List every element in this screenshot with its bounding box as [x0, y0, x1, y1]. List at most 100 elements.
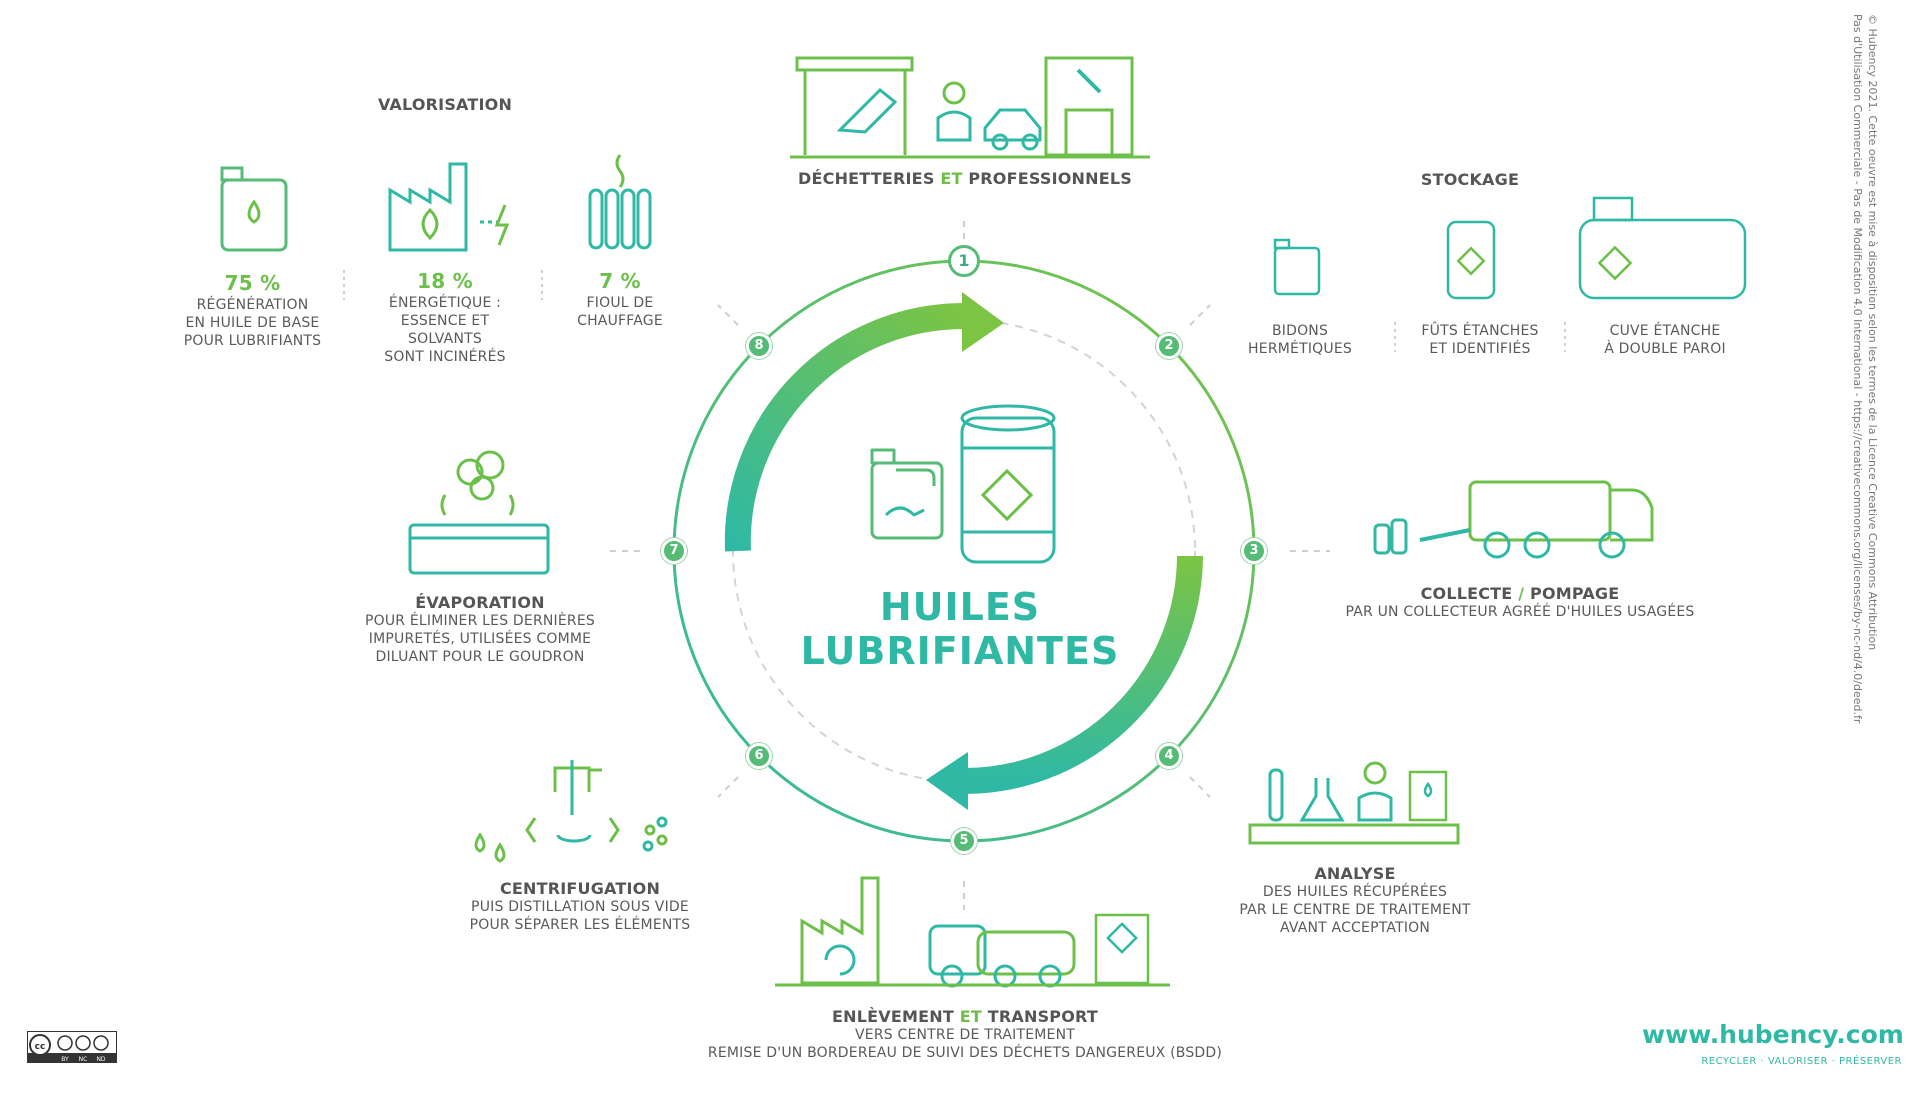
truck-icon	[1373, 480, 1654, 559]
step-4-marker: 4	[1156, 743, 1182, 769]
car-icon	[983, 108, 1042, 151]
drum-icon	[1446, 220, 1496, 300]
step-7-marker: 7	[661, 538, 687, 564]
percent-value: 7 %	[599, 269, 641, 293]
step-5-label: ENLÈVEMENT ET TRANSPORT VERS CENTRE DE T…	[655, 1008, 1275, 1062]
percent-value: 18 %	[417, 269, 473, 293]
step-number: 8	[754, 338, 764, 353]
tagline: RECYCLER · VALORISER · PRÉSERVER	[1701, 1056, 1902, 1067]
title-line-2: LUBRIFIANTES	[800, 629, 1120, 673]
text-line: VERS CENTRE DE TRAITEMENT	[855, 1027, 1075, 1043]
step-6-label: CENTRIFUGATION PUIS DISTILLATION SOUS VI…	[430, 880, 730, 934]
text-line: CUVE ÉTANCHE	[1609, 323, 1721, 339]
label-word: DÉCHETTERIES	[798, 169, 935, 188]
text-line: AVANT ACCEPTATION	[1279, 920, 1431, 936]
label-word-highlight: /	[1518, 584, 1525, 603]
text-line: FÛTS ÉTANCHES	[1421, 323, 1539, 339]
factory-icon	[800, 876, 880, 985]
text-line: PUIS DISTILLATION SOUS VIDE	[471, 899, 689, 915]
tank-icon	[1578, 196, 1747, 300]
step-number: 6	[754, 748, 764, 763]
text-line: CHAUFFAGE	[577, 313, 663, 329]
step-1-label: DÉCHETTERIES ET PROFESSIONNELS	[760, 170, 1170, 188]
cc-license-badge[interactable]: cc BY NC ND	[27, 1031, 117, 1063]
percent-value: 75 %	[224, 271, 281, 295]
valorisation-separators	[343, 270, 1566, 352]
text-line: FIOUL DE	[586, 295, 654, 311]
illustration-canvas	[220, 56, 1747, 988]
shelter-icon	[795, 56, 914, 155]
valorisation-fioul: 7 % FIOUL DE CHAUFFAGE	[560, 269, 680, 330]
text-line: PAR UN COLLECTEUR AGRÉÉ D'HUILES USAGÉES	[1345, 604, 1695, 620]
cc-nc: NC	[79, 1056, 88, 1063]
text-line: RÉGÉNÉRATION	[196, 297, 309, 313]
label-word: ENLÈVEMENT	[832, 1007, 954, 1026]
lab-icon	[1248, 761, 1460, 845]
truck-icon	[928, 924, 1076, 988]
stockage-heading: STOCKAGE	[1420, 170, 1520, 189]
valorisation-regeneration: 75 % RÉGÉNÉRATION EN HUILE DE BASE POUR …	[165, 271, 340, 350]
document-icon	[1094, 913, 1150, 985]
text-line: ESSENCE ET	[400, 313, 490, 329]
label-word-highlight: ET	[959, 1007, 982, 1026]
jerrycan-icon	[870, 448, 944, 540]
step-1-marker: 1	[948, 245, 980, 277]
valorisation-energetique: 18 % ÉNERGÉTIQUE : ESSENCE ET SOLVANTS S…	[365, 269, 525, 366]
jerrycan-icon	[220, 166, 288, 252]
text-line: À DOUBLE PAROI	[1604, 341, 1726, 357]
worker-icon	[936, 81, 972, 142]
text-line: DES HUILES RÉCUPÉRÉES	[1262, 884, 1448, 900]
cycle-arrowhead-top	[962, 292, 1004, 352]
factory-icon	[388, 162, 510, 252]
label-heading: CENTRIFUGATION	[499, 879, 661, 898]
stockage-bidons: BIDONS HERMÉTIQUES	[1225, 322, 1375, 358]
step-2-marker: 2	[1156, 333, 1182, 359]
step-4-label: ANALYSE DES HUILES RÉCUPÉRÉES PAR LE CEN…	[1200, 865, 1510, 937]
drum-icon	[960, 404, 1056, 564]
text-line: SOLVANTS	[408, 331, 482, 347]
text-line: BIDONS	[1271, 323, 1329, 339]
step-8-marker: 8	[746, 333, 772, 359]
license-line-2: Pas d'Utilisation Commerciale - Pas de M…	[1851, 14, 1864, 724]
step-3-label: COLLECTE / POMPAGE PAR UN COLLECTEUR AGR…	[1305, 585, 1735, 621]
cc-nd: ND	[96, 1056, 105, 1063]
text-line: POUR SÉPARER LES ÉLÉMENTS	[469, 917, 691, 933]
title-line-1: HUILES	[879, 585, 1041, 629]
label-word: PROFESSIONNELS	[968, 169, 1132, 188]
document-icon	[1408, 770, 1448, 822]
cc-label: cc	[35, 1042, 46, 1052]
step-number: 3	[1249, 543, 1259, 558]
license-line-1: © Hubency 2021. Cette oeuvre est mise à …	[1866, 14, 1879, 651]
step-5-marker: 5	[951, 828, 977, 854]
jerrycan-icon	[1273, 238, 1321, 296]
label-word: COLLECTE	[1420, 584, 1513, 603]
step-number: 2	[1164, 338, 1174, 353]
label-heading: ANALYSE	[1314, 864, 1396, 883]
radiator-icon	[588, 154, 652, 250]
text-line: POUR ÉLIMINER LES DERNIÈRES	[364, 613, 595, 629]
step-7-label: ÉVAPORATION POUR ÉLIMINER LES DERNIÈRES …	[330, 594, 630, 666]
cc-by: BY	[61, 1056, 69, 1063]
label-word-highlight: ET	[940, 169, 963, 188]
step-number: 4	[1164, 748, 1174, 763]
garage-icon	[1044, 56, 1134, 157]
valorisation-heading: VALORISATION	[377, 95, 513, 114]
text-line: ET IDENTIFIÉS	[1429, 341, 1531, 357]
label-word: POMPAGE	[1530, 584, 1620, 603]
text-line: IMPURETÉS, UTILISÉES COMME	[368, 631, 592, 647]
step-number: 7	[669, 543, 679, 558]
text-line: HERMÉTIQUES	[1248, 341, 1352, 357]
text-line: ÉNERGÉTIQUE :	[388, 295, 502, 311]
stockage-cuve: CUVE ÉTANCHE À DOUBLE PAROI	[1575, 322, 1755, 358]
license-notice: © Hubency 2021. Cette oeuvre est mise à …	[1850, 14, 1880, 1114]
label-word: TRANSPORT	[987, 1007, 1098, 1026]
text-line: POUR LUBRIFIANTS	[183, 333, 322, 349]
label-heading: ÉVAPORATION	[415, 593, 545, 612]
step-number: 5	[959, 833, 969, 848]
text-line: EN HUILE DE BASE	[185, 315, 320, 331]
website-link[interactable]: www.hubency.com	[1642, 1020, 1904, 1049]
text-line: REMISE D'UN BORDEREAU DE SUIVI DES DÉCHE…	[707, 1045, 1223, 1061]
main-title: HUILES LUBRIFIANTES	[780, 585, 1140, 673]
step-number: 1	[958, 251, 970, 270]
step-3-marker: 3	[1241, 538, 1267, 564]
